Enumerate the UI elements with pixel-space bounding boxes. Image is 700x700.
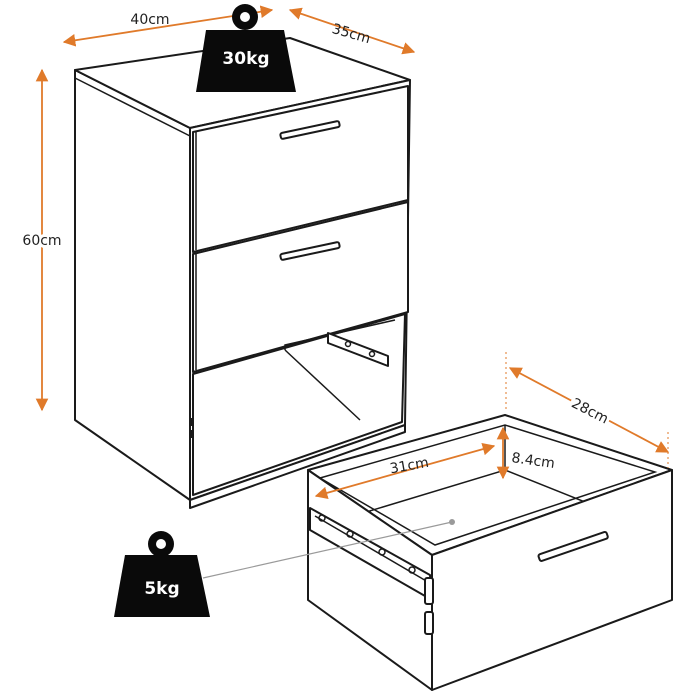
- drawer-load-weight-label: 5kg: [144, 579, 179, 599]
- drawer-width-label: 31cm: [389, 455, 430, 478]
- cabinet-height-label: 60cm: [22, 233, 61, 249]
- drawer-handle-1: [279, 120, 341, 140]
- depth-dimension-arrow: [288, 7, 416, 55]
- top-load-weight-icon: [196, 30, 296, 92]
- cabinet: [74, 37, 411, 509]
- drawer-front-1: [192, 85, 409, 253]
- side-slot-marks: [190, 418, 194, 438]
- top-load-weight: 30kg: [196, 4, 296, 92]
- drawer-handle-2: [279, 241, 341, 261]
- drawer-load-weight-icon: [114, 555, 210, 617]
- cabinet-width-label: 40cm: [130, 12, 169, 28]
- drawer-load-pointer: [202, 521, 453, 579]
- open-drawer-handle: [537, 530, 609, 562]
- drawer-depth-dimension-arrow: [508, 367, 670, 453]
- cabinet-side-panel: [74, 69, 191, 501]
- drawer-depth-label: 28cm: [569, 395, 611, 427]
- drawer-height-label: 8.4cm: [510, 450, 555, 472]
- inner-drawer-rail: [327, 332, 389, 367]
- top-load-weight-label: 30kg: [222, 49, 269, 69]
- drawer-front-2: [192, 201, 409, 373]
- open-drawer: [307, 414, 673, 691]
- cabinet-depth-label: 35cm: [330, 21, 372, 47]
- drawer-load-weight: 5kg: [114, 531, 210, 617]
- drawer-slide-rail: [309, 507, 434, 635]
- open-drawer-front: [431, 469, 673, 691]
- drawer-load-point: [449, 519, 455, 525]
- drawer-width-dimension-arrow: [314, 443, 496, 499]
